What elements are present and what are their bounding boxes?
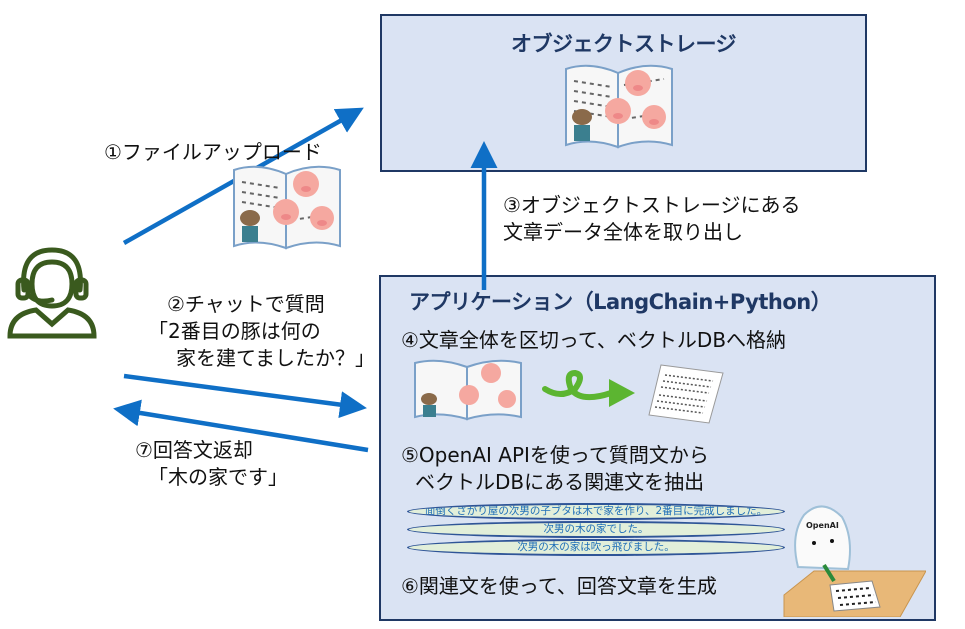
pig-icon — [625, 70, 651, 96]
step2-label-line1: ②チャットで質問 — [167, 292, 325, 316]
document-icon — [648, 364, 724, 424]
openai-logo-text: OpenAI — [806, 521, 839, 530]
user-headset-icon — [7, 247, 97, 339]
arrow-question — [123, 373, 367, 419]
step5-label-line2: ベクトルDBにある関連文を抽出 — [415, 470, 705, 494]
three-pigs-book-illustration — [414, 359, 522, 421]
step6-label: ⑥関連文を使って、回答文章を生成 — [401, 574, 717, 598]
pig-icon — [310, 206, 334, 230]
step7-label-line2: 「木の家です」 — [148, 465, 288, 489]
object-storage-box: オブジェクトストレージ — [380, 14, 867, 172]
related-sentence-3: 次男の木の家は吹っ飛びました。 — [407, 539, 785, 556]
pig-icon — [481, 363, 501, 383]
pig-icon — [273, 199, 299, 225]
step2-label-line3: 家を建てましたか？」 — [176, 346, 375, 370]
step1-label: ①ファイルアップロード — [104, 140, 322, 164]
application-title: アプリケーション（LangChain+Python） — [409, 290, 832, 314]
openai-ghost-illustration: OpenAI — [776, 495, 926, 617]
step3-label-line2: 文章データ全体を取り出し — [503, 220, 743, 244]
wolf-icon — [572, 109, 592, 141]
writing-desk-icon — [783, 505, 926, 617]
arrow-answer — [113, 399, 369, 453]
pig-icon — [605, 98, 631, 124]
related-sentence-2: 次男の木の家でした。 — [407, 521, 785, 538]
three-pigs-book-illustration — [565, 64, 673, 149]
step5-label-line1: ⑤OpenAI APIを使って質問文から — [401, 443, 709, 467]
application-box: アプリケーション（LangChain+Python） ④文章全体を区切って、ベク… — [379, 275, 936, 621]
swirl-arrow-icon — [542, 369, 635, 407]
step3-label-line1: ③オブジェクトストレージにある — [503, 193, 801, 217]
three-pigs-book-illustration — [233, 165, 341, 250]
step7-label-line1: ⑦回答文返却 — [135, 438, 253, 462]
step2-label-line2: 「2番目の豚は何の — [148, 319, 321, 343]
pig-icon — [459, 385, 479, 405]
object-storage-title: オブジェクトストレージ — [510, 32, 737, 56]
wolf-icon — [421, 393, 437, 417]
related-sentence-1: 面倒くさがり屋の次男の子ブタは木で家を作り、2番目に完成しました。 — [407, 503, 785, 520]
pig-icon — [498, 390, 516, 408]
pig-icon — [293, 171, 319, 197]
wolf-icon — [240, 210, 260, 242]
pig-icon — [642, 105, 666, 129]
step4-label: ④文章全体を区切って、ベクトルDBへ格納 — [401, 328, 787, 352]
